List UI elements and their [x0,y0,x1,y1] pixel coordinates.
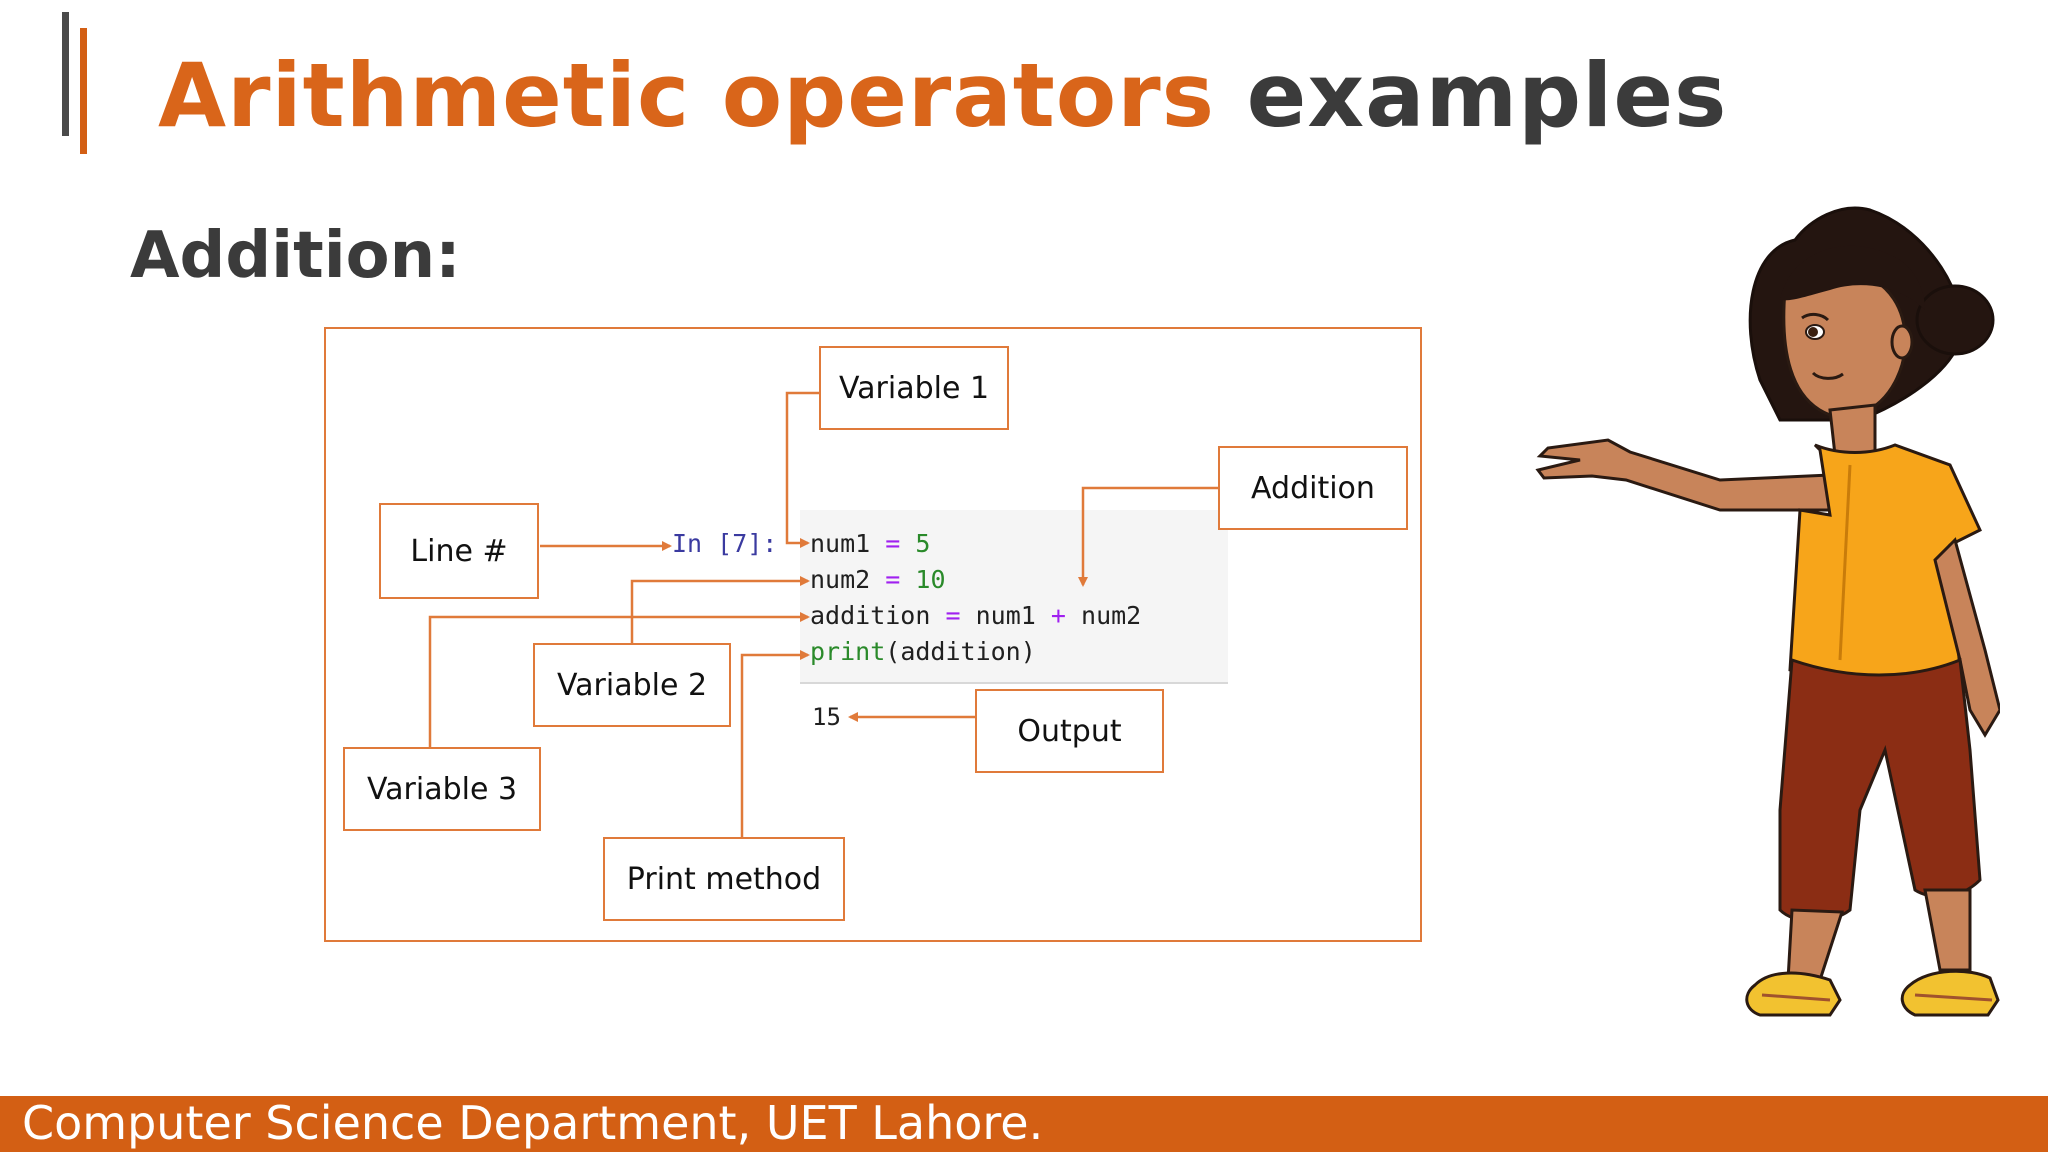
title-accent-text: Arithmetic operators [158,44,1216,147]
code-plus: + [1050,601,1066,630]
code-value: 10 [915,565,946,594]
slide-subtitle: Addition: [130,219,461,293]
code-operand-a: num1 [975,601,1036,630]
code-var-num1: num1 [810,529,871,558]
footer-text: Computer Science Department, UET Lahore. [22,1096,1044,1150]
title-bar-orange [80,28,87,154]
code-print-args: (addition) [885,637,1036,666]
title-bar-dark [62,12,69,136]
connector-variable-3 [428,612,810,747]
code-output: 15 [812,703,841,731]
connector-addition [1078,486,1218,587]
label-variable-3: Variable 3 [343,747,541,831]
label-line-number: Line # [379,503,539,599]
code-cell [800,510,1228,684]
code-print-fn: print [810,637,886,666]
code-line-4: print(addition) [810,639,1036,664]
connector-variable-1 [785,391,819,548]
code-line-1: num1 = 5 [810,531,930,556]
code-line-2: num2 = 10 [810,567,946,592]
footer-bar [0,1096,2048,1152]
label-variable-2: Variable 2 [533,643,731,727]
label-addition: Addition [1218,446,1408,530]
title-rest-text: examples [1246,44,1728,147]
code-value: 5 [915,529,931,558]
cartoon-presenter [1535,206,2000,1017]
label-print-method: Print method [603,837,845,921]
code-var-num2: num2 [810,565,871,594]
connector-print-method [740,650,810,837]
code-var-addition: addition [810,601,931,630]
code-op: = [945,601,961,630]
code-line-3: addition = num1 + num2 [810,603,1141,628]
label-output: Output [975,689,1164,773]
label-variable-1: Variable 1 [819,346,1009,430]
slide-title: Arithmetic operators examples [158,52,1727,140]
connector-variable-2 [630,576,810,643]
code-op: = [885,529,901,558]
code-operand-b: num2 [1081,601,1142,630]
code-op: = [885,565,901,594]
cell-prompt: In [7]: [672,529,778,558]
